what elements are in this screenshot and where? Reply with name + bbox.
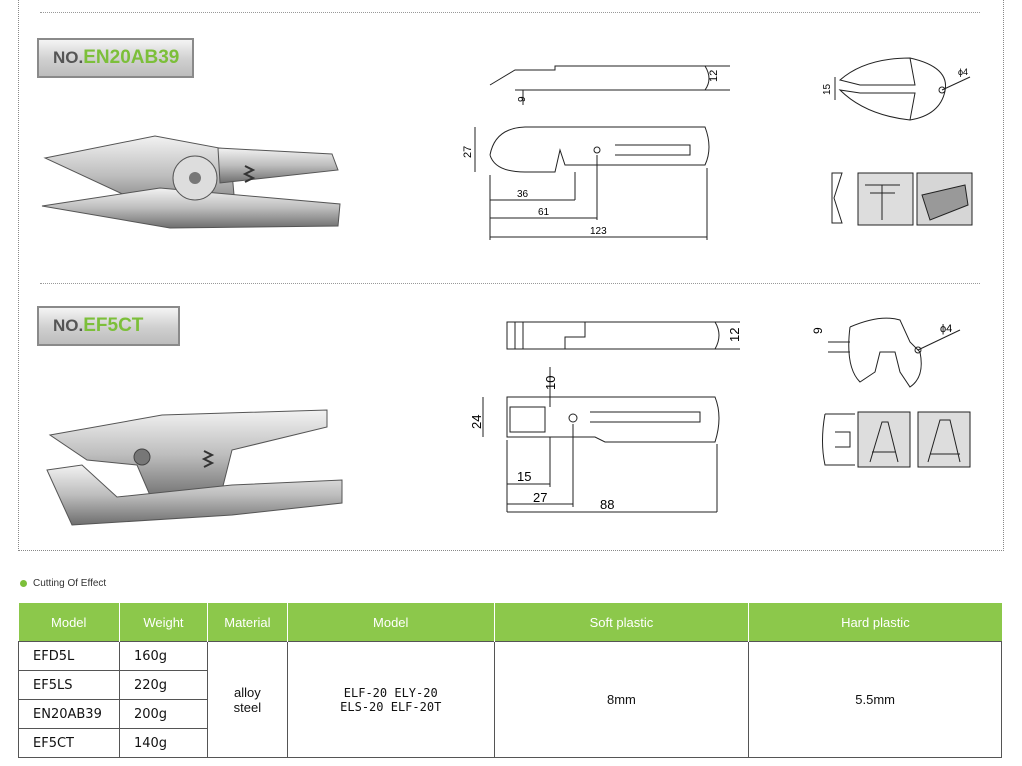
- dim-24: 24: [469, 415, 484, 429]
- dim-phi4: ϕ4: [958, 67, 968, 77]
- header-material: Material: [206, 603, 288, 642]
- dim-15: 15: [517, 469, 531, 484]
- cell-weight: 140g: [118, 728, 208, 758]
- cell-model: EF5CT: [18, 728, 120, 758]
- table-row: EF5CT 140g: [18, 728, 1002, 758]
- material-line2: steel: [233, 699, 262, 715]
- product-badge-en20ab39: NO.EN20AB39: [37, 38, 194, 78]
- header-model: Model: [18, 603, 120, 642]
- header-hard-plastic: Hard plastic: [748, 603, 1002, 642]
- bullet-dot-icon: [20, 579, 27, 587]
- cell-soft-plastic: 8mm: [493, 641, 750, 758]
- badge-prefix: NO.: [53, 48, 84, 67]
- cell-weight: 160g: [118, 641, 208, 671]
- header-compatible-model: Model: [286, 603, 495, 642]
- divider-top: [40, 12, 980, 13]
- product-photo-ef5ct: [46, 409, 343, 526]
- dim-88: 88: [600, 497, 614, 512]
- table-row: EFD5L 160g alloy steel ELF-20 ELY-20 ELS…: [18, 641, 1002, 758]
- dim-10: 10: [543, 376, 558, 390]
- detail-en20ab39: 15 ϕ4: [822, 57, 973, 226]
- badge-code: EF5CT: [83, 315, 144, 336]
- product-photo-en20ab39: [41, 135, 341, 229]
- section-caption: Cutting Of Effect: [20, 578, 106, 589]
- dim-12: 12: [708, 70, 720, 82]
- badge-prefix: NO.: [53, 316, 84, 335]
- cell-weight: 200g: [118, 699, 208, 729]
- dim-27: 27: [533, 490, 547, 505]
- dim-12: 12: [727, 328, 742, 342]
- product-badge-ef5ct: NO.EF5CT: [37, 306, 180, 346]
- table-row: EF5LS 220g: [18, 670, 1002, 700]
- drawing-ef5ct: 12 10 24 15 27 88: [469, 321, 742, 513]
- cell-model: EFD5L: [18, 641, 120, 671]
- specs-table: Model Weight Material Model Soft plastic…: [18, 603, 1002, 758]
- cell-material: alloy steel: [206, 641, 288, 758]
- cell-compatible-models: ELF-20 ELY-20 ELS-20 ELF-20T: [286, 641, 495, 758]
- cell-hard-plastic: 5.5mm: [748, 641, 1002, 758]
- dim-15: 15: [822, 83, 833, 95]
- dim-27: 27: [462, 146, 474, 158]
- dim-61: 61: [538, 207, 550, 218]
- header-weight: Weight: [118, 603, 208, 642]
- cell-model: EN20AB39: [18, 699, 120, 729]
- dim-phi4: ϕ4: [940, 323, 952, 335]
- cell-model: EF5LS: [18, 670, 120, 700]
- section-title: Cutting Of Effect: [33, 578, 107, 589]
- material-line1: alloy: [234, 684, 261, 700]
- header-soft-plastic: Soft plastic: [493, 603, 749, 642]
- product-panel: [18, 0, 1004, 551]
- compat-line1: ELF-20 ELY-20: [343, 685, 438, 700]
- dim-9: 9: [517, 96, 528, 102]
- table-header-row: Model Weight Material Model Soft plastic…: [18, 603, 1002, 642]
- dim-36: 36: [517, 189, 529, 200]
- detail-ef5ct: 9 ϕ4: [811, 317, 971, 468]
- badge-code: EN20AB39: [83, 47, 180, 68]
- compat-line2: ELS-20 ELF-20T: [340, 699, 442, 714]
- dim-9: 9: [811, 327, 825, 334]
- table-row: EN20AB39 200g: [18, 699, 1002, 729]
- cell-weight: 220g: [118, 670, 208, 700]
- drawing-en20ab39: 12 9 27 36 61 123: [462, 65, 730, 240]
- dim-123: 123: [590, 226, 607, 237]
- divider-middle: [40, 283, 980, 284]
